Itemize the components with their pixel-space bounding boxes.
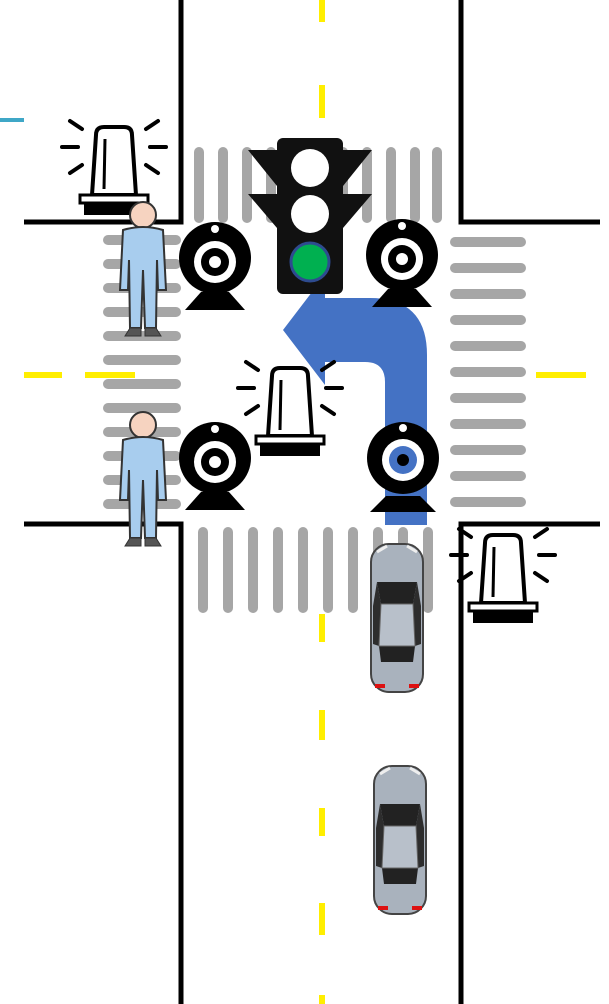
car-icon	[369, 542, 425, 694]
siren-icon	[236, 360, 344, 458]
center-line	[24, 0, 586, 1004]
camera-icon	[367, 422, 439, 512]
traffic-light-icon	[248, 138, 372, 294]
siren-icon	[449, 527, 557, 625]
traffic-light-green-lamp	[289, 241, 331, 283]
camera-icon	[366, 219, 438, 307]
crosswalk-east	[450, 237, 526, 507]
road-edges	[24, 0, 600, 1004]
traffic-light-red-lamp	[291, 149, 329, 187]
siren-icon	[60, 119, 168, 217]
camera-icon	[179, 222, 251, 310]
traffic-light-yellow-lamp	[291, 195, 329, 233]
car-icon	[372, 764, 428, 916]
camera-icon	[179, 422, 251, 510]
